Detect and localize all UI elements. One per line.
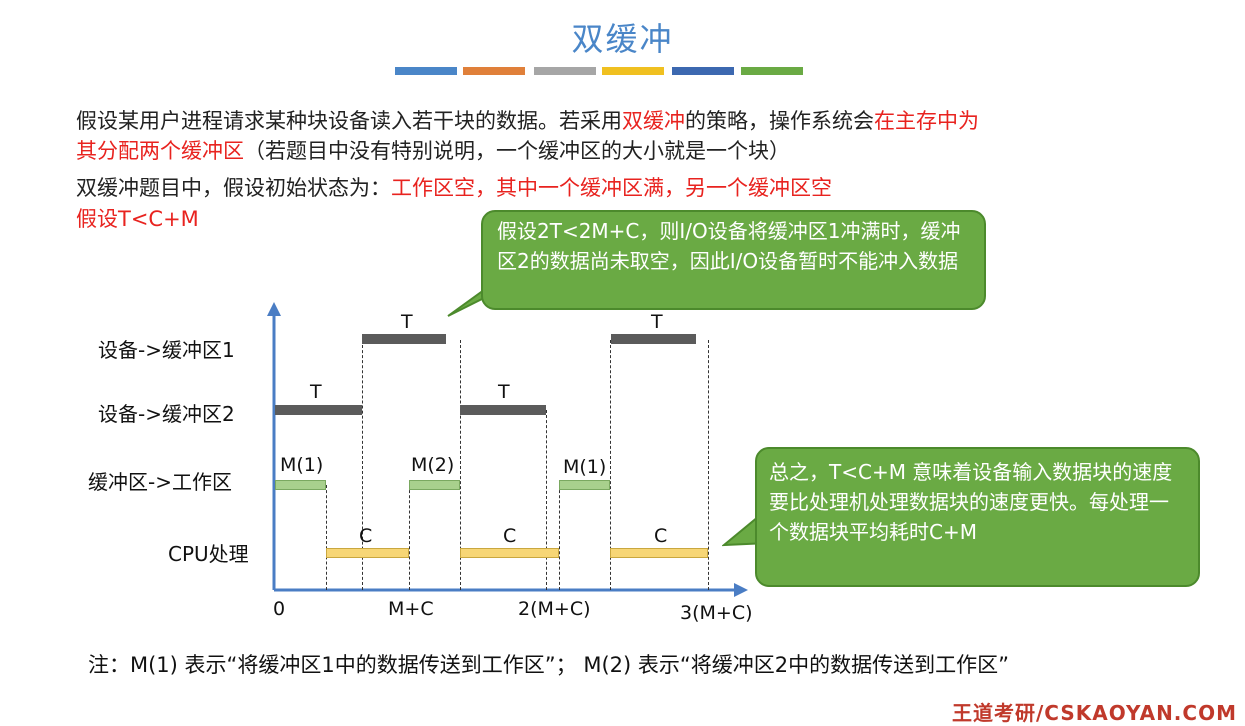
bar-label: C [503, 525, 517, 547]
intro-line-4: 假设T<C+M [76, 204, 199, 234]
guide-line [326, 485, 327, 590]
bar-dev-buf1-a [362, 334, 446, 344]
intro-highlight: 工作区空，其中一个缓冲区满，另一个缓冲区空 [391, 176, 832, 200]
assumption-text: 假设T<C+M [76, 207, 199, 231]
row-label-buf-work: 缓冲区->工作区 [88, 470, 232, 494]
guide-line [708, 340, 709, 590]
bar-label: M(1) [563, 456, 607, 478]
strip-segment [395, 67, 457, 75]
intro-highlight: 在主存中为 [874, 109, 979, 133]
x-tick-label: 3(M+C) [680, 602, 753, 624]
brand-footer: 王道考研/CSKAOYAN.COM [952, 701, 1237, 725]
bar-label: C [359, 525, 373, 547]
bar-move-a [275, 480, 326, 490]
bar-cpu-b [460, 548, 559, 558]
strip-segment [602, 67, 664, 75]
row-label-cpu: CPU处理 [168, 542, 249, 566]
guide-line [546, 410, 547, 590]
intro-text: 双缓冲题目中，假设初始状态为： [76, 176, 391, 200]
intro-line-1: 假设某用户进程请求某种块设备读入若干块的数据。若采用双缓冲的策略，操作系统会在主… [76, 106, 979, 136]
strip-segment [672, 67, 734, 75]
x-axis-arrow [734, 583, 748, 597]
callout-top: 假设2T<2M+C，则I/O设备将缓冲区1冲满时，缓冲区2的数据尚未取空，因此I… [481, 210, 986, 310]
callout-right: 总之，T<C+M 意味着设备输入数据块的速度要比处理机处理数据块的速度更快。每处… [755, 447, 1200, 587]
timeline-axes [267, 302, 748, 597]
bar-label: M(1) [280, 454, 324, 476]
x-tick-label: 2(M+C) [518, 598, 591, 620]
row-label-dev-buf1: 设备->缓冲区1 [98, 338, 235, 362]
guide-line [460, 340, 461, 590]
guide-line [559, 485, 560, 590]
strip-segment [741, 67, 803, 75]
bar-move-c [559, 480, 610, 490]
bar-dev-buf2-b [460, 405, 546, 415]
bar-dev-buf1-b [611, 334, 696, 344]
intro-text: 的策略，操作系统会 [685, 109, 874, 133]
bar-dev-buf2-a [275, 405, 362, 415]
x-tick-label: 0 [273, 598, 286, 620]
intro-line-3: 双缓冲题目中，假设初始状态为：工作区空，其中一个缓冲区满，另一个缓冲区空 [76, 173, 832, 203]
bar-label: C [654, 525, 668, 547]
slide-title: 双缓冲 [571, 20, 674, 58]
y-axis-arrow [267, 302, 281, 316]
bar-label: T [401, 311, 413, 333]
strip-segment [534, 67, 596, 75]
guide-line [362, 340, 363, 590]
intro-line-2: 其分配两个缓冲区（若题目中没有特别说明，一个缓冲区的大小就是一个块） [76, 136, 790, 166]
bar-label: M(2) [411, 454, 455, 476]
bar-move-b [409, 480, 460, 490]
bar-label: T [651, 311, 663, 333]
footnote: 注：M(1) 表示“将缓冲区1中的数据传送到工作区”； M(2) 表示“将缓冲区… [88, 653, 1009, 677]
bar-label: T [310, 381, 322, 403]
bar-cpu-c [610, 548, 708, 558]
intro-highlight: 其分配两个缓冲区 [76, 139, 244, 163]
intro-text: （若题目中没有特别说明，一个缓冲区的大小就是一个块） [244, 139, 790, 163]
guide-line [610, 340, 611, 590]
intro-text: 假设某用户进程请求某种块设备读入若干块的数据。若采用 [76, 109, 622, 133]
intro-highlight: 双缓冲 [622, 109, 685, 133]
x-tick-label: M+C [388, 598, 434, 620]
strip-segment [463, 67, 525, 75]
guide-line [409, 485, 410, 590]
bar-label: T [498, 381, 510, 403]
row-label-dev-buf2: 设备->缓冲区2 [98, 402, 235, 426]
bar-cpu-a [326, 548, 409, 558]
